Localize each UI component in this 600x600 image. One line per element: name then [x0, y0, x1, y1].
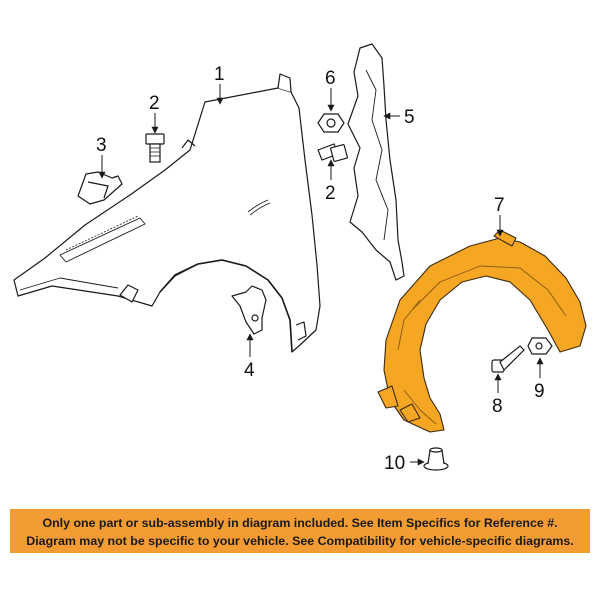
fender-part	[13, 73, 321, 353]
callout-2-lower: 2	[325, 183, 336, 204]
callout-6: 6	[325, 68, 336, 89]
callout-3: 3	[96, 135, 107, 156]
disclaimer-line-1: Only one part or sub-assembly in diagram…	[42, 516, 558, 530]
nut-part	[317, 113, 345, 133]
callout-10: 10	[384, 453, 405, 474]
bracket-part-4	[231, 285, 267, 335]
callout-4: 4	[244, 360, 255, 381]
clip-part	[527, 337, 553, 355]
bracket-part-5	[347, 43, 405, 281]
push-clip-part	[423, 447, 449, 471]
disclaimer-banner: Only one part or sub-assembly in diagram…	[10, 509, 590, 553]
callout-8: 8	[492, 396, 503, 417]
leader-lines	[98, 84, 544, 466]
bracket-part-3	[77, 171, 123, 205]
callout-5: 5	[404, 107, 415, 128]
screw-part	[491, 345, 525, 373]
bolt-part-upper	[145, 133, 165, 163]
fender-liner-part	[377, 229, 587, 433]
disclaimer-line-2: Diagram may not be specific to your vehi…	[26, 534, 574, 548]
callout-7: 7	[494, 195, 505, 216]
callout-2-upper: 2	[149, 93, 160, 114]
bolt-part-lower	[317, 143, 348, 162]
callout-9: 9	[534, 381, 545, 402]
callout-1: 1	[214, 64, 225, 85]
